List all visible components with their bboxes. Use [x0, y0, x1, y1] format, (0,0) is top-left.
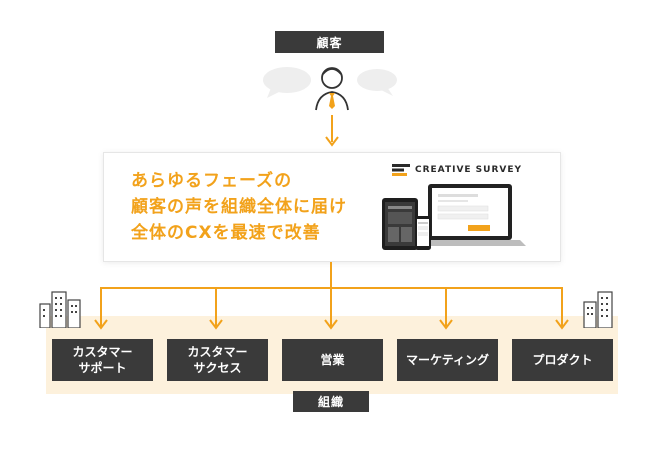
dept-customer-success: カスタマー サクセス — [167, 339, 268, 381]
brand-mark-icon — [392, 164, 410, 176]
dept-label-line1: カスタマー — [187, 345, 248, 359]
dept-label-line1: プロダクト — [532, 353, 593, 367]
phone-icon — [415, 216, 431, 250]
laptop-icon — [414, 184, 526, 246]
city-buildings-left-icon — [39, 291, 81, 328]
headline-line-3: 全体のCXを最速で改善 — [131, 223, 321, 243]
dept-label-line1: カスタマー — [72, 345, 133, 359]
dept-sales: 営業 — [282, 339, 383, 381]
arrow-customer-to-panel — [325, 115, 339, 147]
customer-person-icon — [263, 67, 397, 111]
dept-label-line2: サポート — [78, 361, 127, 375]
brand-name: CREATIVE SURVEY — [415, 165, 523, 175]
dept-label-line2: サクセス — [193, 361, 242, 375]
speech-bubble-left-icon — [263, 67, 311, 93]
arrow-to-dept-4 — [439, 288, 453, 330]
speech-bubble-right-icon — [357, 69, 397, 91]
devices-illustration — [382, 184, 526, 250]
dept-label-line1: マーケティング — [405, 353, 490, 367]
tablet-icon — [382, 198, 418, 250]
customer-label: 顧客 — [275, 31, 384, 53]
dept-marketing: マーケティング — [397, 339, 498, 381]
arrow-to-dept-5 — [555, 288, 569, 330]
distribution-arrows — [94, 262, 569, 330]
headline-line-2: 顧客の声を組織全体に届け — [131, 197, 347, 217]
organization-label: 組織 — [293, 391, 369, 412]
arrow-to-dept-3 — [324, 288, 338, 330]
city-buildings-right-icon — [583, 291, 613, 328]
headline-text: あらゆるフェーズの 顧客の声を組織全体に届け 全体のCXを最速で改善 — [131, 168, 391, 246]
dept-product: プロダクト — [512, 339, 613, 381]
arrow-to-dept-2 — [209, 288, 223, 330]
headline-line-1: あらゆるフェーズの — [131, 171, 293, 191]
arrow-to-dept-1 — [94, 288, 108, 330]
brand-logo: CREATIVE SURVEY — [392, 162, 532, 178]
dept-label-line1: 営業 — [320, 353, 345, 367]
dept-customer-support: カスタマー サポート — [52, 339, 153, 381]
